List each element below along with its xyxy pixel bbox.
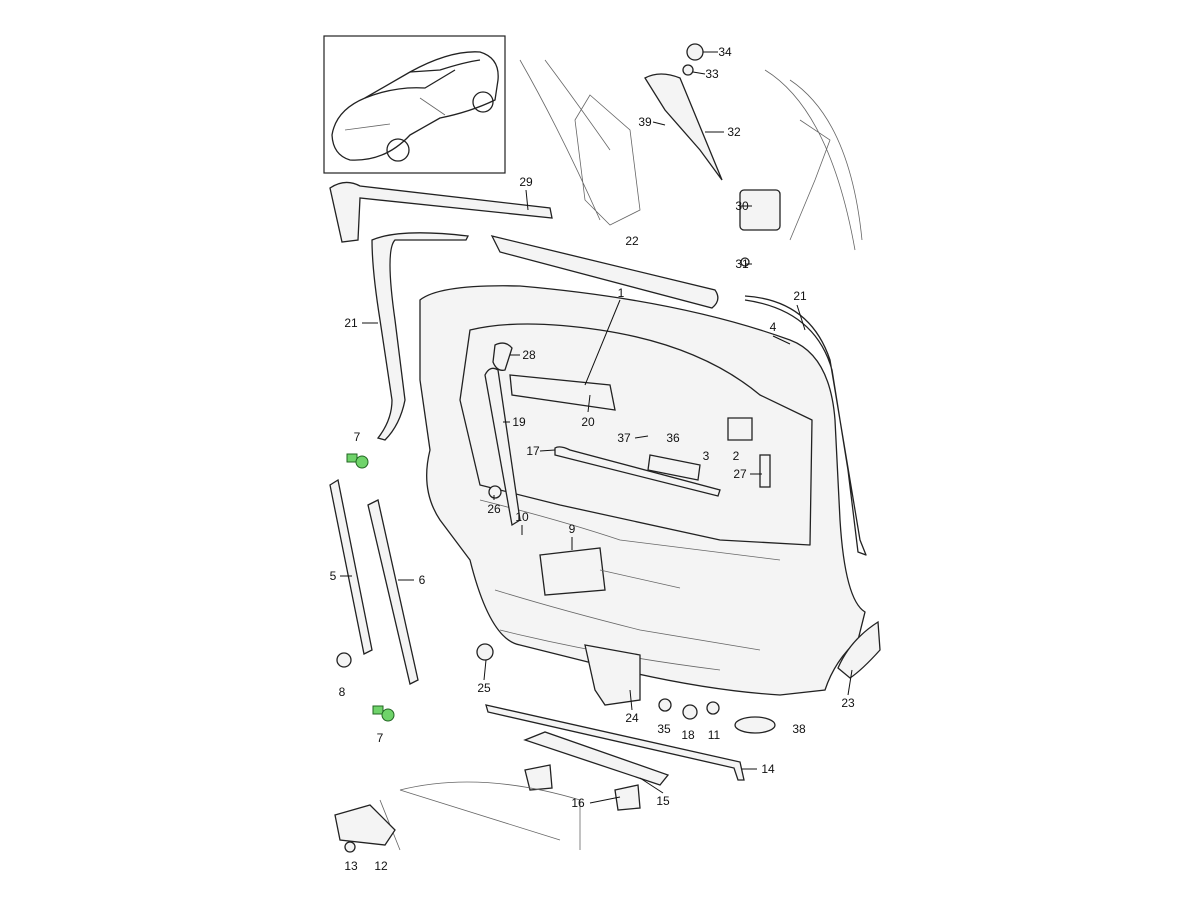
leader-lines [340,51,853,804]
callout-33: 33 [705,67,719,81]
callout-25: 25 [477,681,491,695]
callout-9: 9 [569,522,576,536]
fastener-7-highlight [372,705,395,722]
callout-7: 7 [377,731,384,745]
fastener-7-highlight [346,453,369,469]
callout-15: 15 [656,794,670,808]
callout-36: 36 [666,431,680,445]
callout-34: 34 [718,45,732,59]
callout-27: 27 [733,467,747,481]
callout-21: 21 [344,316,358,330]
callout-32: 32 [727,125,741,139]
callout-18: 18 [681,728,695,742]
callout-8: 8 [339,685,346,699]
callout-19: 19 [512,415,526,429]
callout-11: 11 [708,728,721,742]
callout-6: 6 [419,573,426,587]
callout-21: 21 [793,289,807,303]
callout-2: 2 [733,449,740,463]
callout-39: 39 [638,115,652,129]
callout-12: 12 [374,859,388,873]
callout-37: 37 [617,431,631,445]
callout-5: 5 [330,569,337,583]
callout-1: 1 [618,286,625,300]
callout-38: 38 [792,722,806,736]
callout-23: 23 [841,696,855,710]
callout-20: 20 [581,415,595,429]
callout-13: 13 [344,859,358,873]
callout-35: 35 [657,722,671,736]
callout-22: 22 [625,234,639,248]
vehicle-thumbnail [323,35,506,174]
callout-labels: 1 2 3 4 5 6 7 7 8 9 10 11 12 13 14 15 16… [330,45,855,873]
callout-24: 24 [625,711,639,725]
callout-10: 10 [515,510,529,524]
callout-3: 3 [703,449,710,463]
callout-28: 28 [522,348,536,362]
callout-31: 31 [735,257,749,271]
callout-7: 7 [354,430,361,444]
callout-14: 14 [761,762,775,776]
callout-17: 17 [526,444,540,458]
callout-30: 30 [735,199,749,213]
callout-29: 29 [519,175,533,189]
callout-26: 26 [487,502,501,516]
callout-4: 4 [770,320,777,334]
callout-16: 16 [571,796,585,810]
